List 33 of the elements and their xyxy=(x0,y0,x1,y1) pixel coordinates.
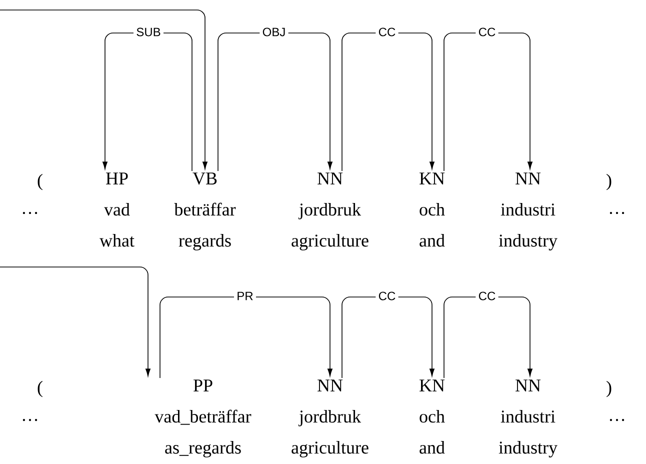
bracket-text: ) xyxy=(606,174,612,190)
arrow xyxy=(0,10,208,170)
arrow xyxy=(102,32,192,172)
bracket-text: … xyxy=(610,212,624,214)
edge-label: PR xyxy=(234,289,256,303)
edge-label: CC xyxy=(476,25,498,39)
arrow xyxy=(218,32,332,172)
arrow xyxy=(160,296,332,378)
arrow xyxy=(0,266,150,376)
word-column: PP vad_beträffar as_regards xyxy=(154,380,252,458)
arrow xyxy=(342,296,434,378)
word-column: KN och and xyxy=(420,380,445,454)
arrow xyxy=(342,32,434,172)
word-column: HP vad what xyxy=(100,172,134,247)
edge-label: OBJ xyxy=(260,25,288,39)
bracket-text: … xyxy=(22,418,38,422)
bracket-text: ( xyxy=(38,380,42,398)
word-column: VB beträffar regards xyxy=(174,172,236,250)
bracket-text: ( xyxy=(38,174,42,190)
arrow xyxy=(444,32,532,172)
bracket-text: … xyxy=(22,212,38,214)
word-column: NN jordbruk agriculture xyxy=(292,380,368,458)
arrow xyxy=(444,296,532,378)
bracket-text: ) xyxy=(606,380,612,398)
word-column: NN industri industry xyxy=(498,380,558,458)
word-column: NN jordbruk agriculture xyxy=(292,172,368,250)
word-column: KN och and xyxy=(420,172,445,247)
edge-label: CC xyxy=(476,289,498,303)
bracket-text: … xyxy=(610,418,624,422)
edge-label: CC xyxy=(376,25,398,39)
edge-label: CC xyxy=(376,289,398,303)
word-column: NN industri industry xyxy=(498,172,558,250)
edge-label: SUB xyxy=(134,25,164,39)
